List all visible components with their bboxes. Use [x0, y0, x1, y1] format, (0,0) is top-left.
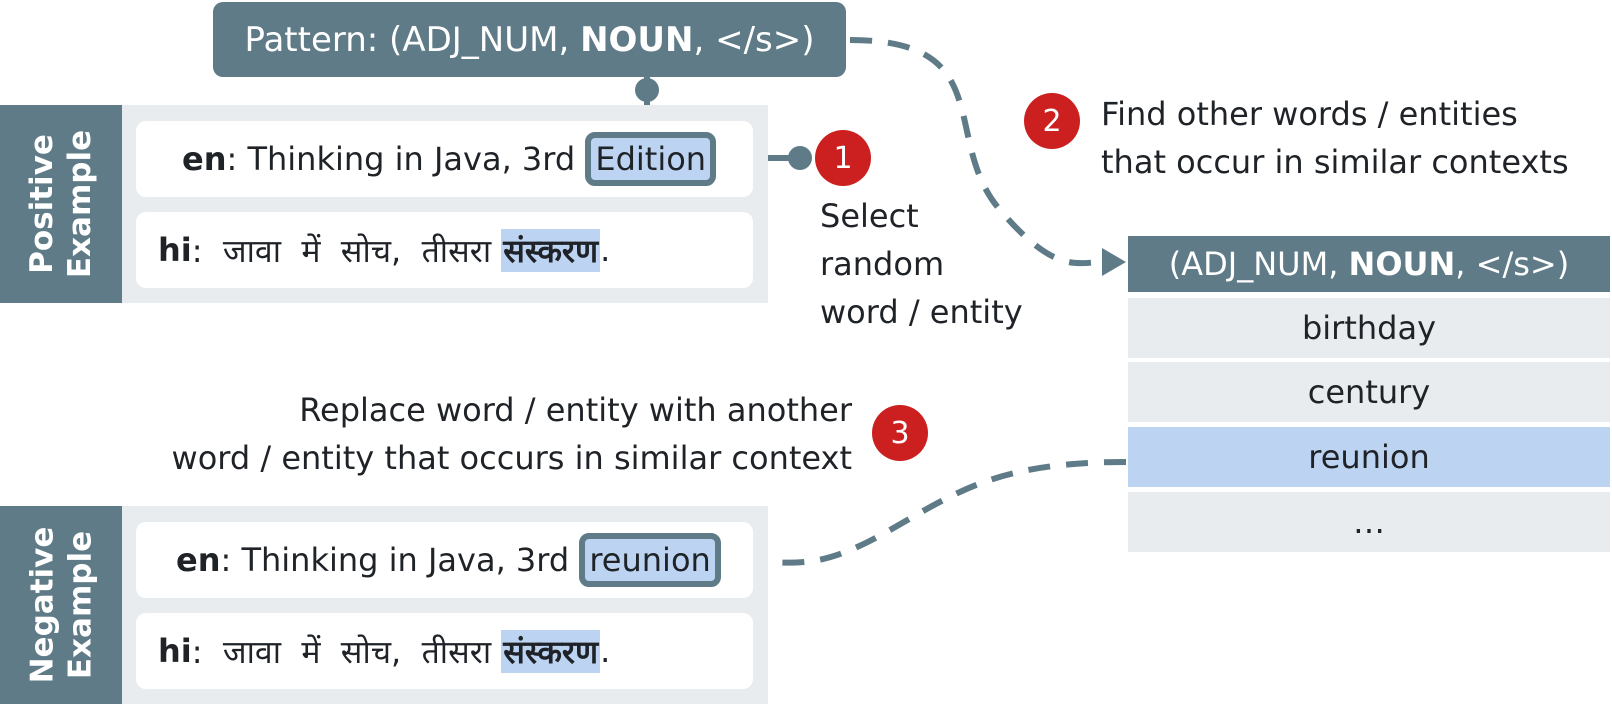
pattern-prefix: Pattern: (ADJ_NUM,	[244, 19, 581, 60]
step-2-line2: that occur in similar contexts	[1101, 143, 1569, 181]
positive-label-line2: Example	[62, 129, 99, 279]
positive-en-word: Edition	[585, 132, 717, 186]
table-header-prefix: (ADJ_NUM,	[1168, 245, 1349, 283]
table-header-suffix: , </s>)	[1455, 245, 1570, 283]
negative-en-text: : Thinking in Java, 3rd	[220, 541, 580, 579]
negative-hi-text: : जावा में सोच, तीसरा	[191, 632, 502, 671]
positive-hi-end: .	[600, 231, 611, 269]
positive-hi-text: : जावा में सोच, तीसरा	[191, 231, 502, 270]
step-3-text: Replace word / entity with another word …	[100, 386, 852, 482]
negative-label-line1: Negative	[24, 526, 61, 684]
table-row-selected: reunion	[1128, 427, 1610, 487]
select-connector-dot	[788, 146, 812, 170]
pattern-noun: NOUN	[580, 19, 694, 60]
pattern-suffix: , </s>)	[693, 19, 815, 60]
negative-hi-end: .	[600, 632, 611, 670]
step-3-badge: 3	[872, 405, 928, 461]
step-1-line3: word / entity	[820, 293, 1023, 331]
table-row: birthday	[1128, 298, 1610, 358]
negative-hi-lang: hi	[158, 632, 192, 670]
pattern-box: Pattern: (ADJ_NUM, NOUN, </s>)	[213, 2, 846, 77]
negative-label-line2: Example	[62, 530, 99, 680]
negative-hi-word: संस्करण	[501, 629, 601, 673]
table-row: century	[1128, 362, 1610, 422]
step-2-text: Find other words / entities that occur i…	[1101, 90, 1569, 186]
positive-hi-word: संस्करण	[501, 228, 601, 272]
positive-en-text: : Thinking in Java, 3rd	[226, 140, 586, 178]
pattern-connector-dot	[635, 78, 659, 102]
negative-hi-sentence: hi: जावा में सोच, तीसरा संस्करण.	[136, 613, 753, 689]
positive-en-lang: en	[182, 140, 227, 178]
table-row: …	[1128, 492, 1610, 552]
positive-en-sentence: en: Thinking in Java, 3rd Edition	[136, 121, 753, 197]
negative-en-word: reunion	[579, 533, 721, 587]
replace-arrow	[751, 459, 1127, 566]
step-1-badge: 1	[815, 130, 871, 186]
context-table-header: (ADJ_NUM, NOUN, </s>)	[1128, 236, 1610, 292]
find-arrowhead	[1102, 248, 1126, 276]
step-1-line2: random	[820, 245, 945, 283]
step-1-text: Select random word / entity	[820, 192, 1023, 336]
find-arrow	[849, 37, 1111, 267]
step-2-line1: Find other words / entities	[1101, 95, 1518, 133]
step-3-line1: Replace word / entity with another	[299, 391, 852, 429]
negative-en-lang: en	[176, 541, 221, 579]
table-header-noun: NOUN	[1348, 245, 1456, 283]
step-3-line2: word / entity that occurs in similar con…	[171, 439, 852, 477]
positive-hi-lang: hi	[158, 231, 192, 269]
positive-hi-sentence: hi: जावा में सोच, तीसरा संस्करण.	[136, 212, 753, 288]
positive-label-line1: Positive	[24, 134, 61, 274]
step-2-badge: 2	[1024, 93, 1080, 149]
negative-en-sentence: en: Thinking in Java, 3rd reunion	[136, 522, 753, 598]
step-1-line1: Select	[820, 197, 919, 235]
